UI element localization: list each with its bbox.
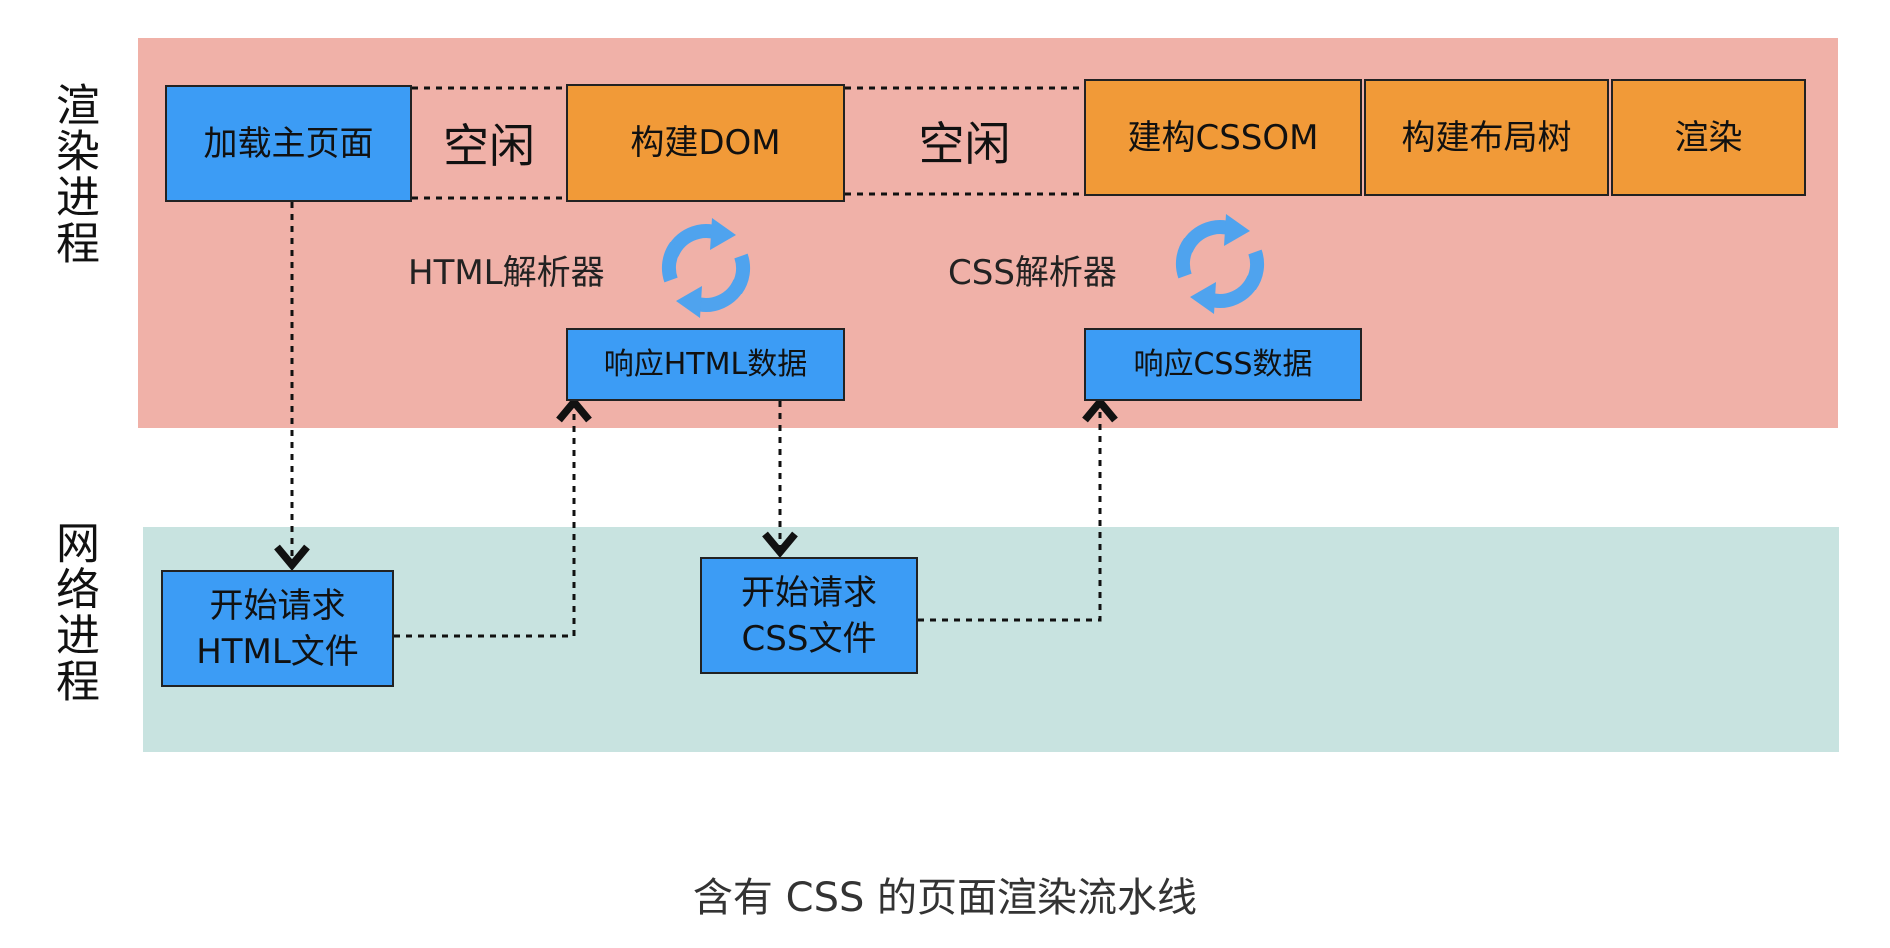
build-dom-label: 构建DOM bbox=[630, 123, 781, 163]
respond-html-label: 响应HTML数据 bbox=[603, 346, 808, 382]
html-parser-label: HTML解析器 bbox=[408, 253, 605, 293]
request-html-line2: HTML文件 bbox=[196, 631, 359, 672]
load-page-label: 加载主页面 bbox=[203, 123, 374, 164]
html-parser-cycle-icon bbox=[661, 218, 751, 318]
idle-label-2: 空闲 bbox=[918, 117, 1011, 171]
respond-css-box: 响应CSS数据 bbox=[1084, 328, 1362, 401]
render-process-label: 渲染进程 bbox=[38, 82, 108, 281]
request-html-box: 开始请求 HTML文件 bbox=[161, 570, 394, 687]
build-layout-tree-label: 构建布局树 bbox=[1401, 117, 1572, 158]
respond-html-box: 响应HTML数据 bbox=[566, 328, 845, 401]
arrow-request-html-to-respond-html bbox=[394, 396, 592, 638]
build-cssom-box: 建构CSSOM bbox=[1084, 79, 1362, 196]
idle-segment-2: 空闲 bbox=[845, 88, 1084, 194]
request-css-box: 开始请求 CSS文件 bbox=[700, 557, 918, 674]
css-parser-label: CSS解析器 bbox=[948, 253, 1117, 293]
build-cssom-label: 建构CSSOM bbox=[1127, 117, 1319, 158]
arrow-request-css-to-respond-css bbox=[918, 396, 1118, 622]
network-process-label: 网络进程 bbox=[38, 520, 108, 719]
load-page-box: 加载主页面 bbox=[165, 85, 412, 202]
build-layout-tree-box: 构建布局树 bbox=[1364, 79, 1609, 196]
build-dom-box: 构建DOM bbox=[566, 84, 845, 202]
paint-label: 渲染 bbox=[1674, 117, 1743, 158]
respond-css-label: 响应CSS数据 bbox=[1133, 346, 1313, 382]
network-process-label-text: 网络进程 bbox=[48, 520, 99, 704]
css-parser-cycle-icon bbox=[1175, 214, 1265, 314]
network-process-band bbox=[143, 527, 1839, 752]
idle-segment-1: 空闲 bbox=[412, 88, 566, 198]
request-css-line2: CSS文件 bbox=[741, 618, 877, 659]
paint-box: 渲染 bbox=[1611, 79, 1806, 196]
request-html-line1: 开始请求 bbox=[209, 585, 346, 626]
idle-label-1: 空闲 bbox=[443, 119, 535, 173]
render-process-label-text: 渲染进程 bbox=[48, 82, 99, 266]
request-css-line1: 开始请求 bbox=[741, 572, 877, 613]
figure-caption: 含有 CSS 的页面渲染流水线 bbox=[692, 875, 1198, 921]
